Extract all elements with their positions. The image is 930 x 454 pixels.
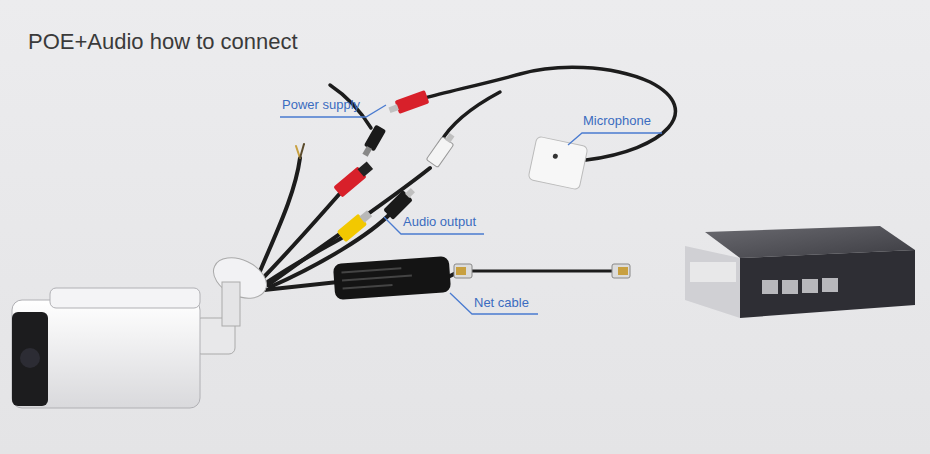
connectors-part — [426, 131, 458, 168]
connectors-part-part — [362, 146, 372, 157]
net-cable — [454, 264, 630, 278]
network-switch-part — [762, 280, 778, 294]
cables — [258, 67, 675, 290]
network-switch-part — [690, 262, 736, 282]
poe-splitter — [333, 256, 451, 300]
poe-splitter-part — [342, 275, 412, 282]
callout-label: Microphone — [583, 113, 651, 128]
connectors-part-part — [359, 210, 372, 223]
network-switch-part — [782, 280, 798, 294]
net-cable-part — [470, 270, 612, 273]
leader-lines-part — [450, 293, 538, 314]
connectors-part-part — [405, 188, 415, 198]
connectors-part-part — [445, 133, 455, 143]
connectors-part — [333, 160, 374, 198]
connectors-part — [360, 125, 386, 159]
network-switch — [685, 226, 915, 318]
wire-ends-part — [300, 144, 304, 158]
callout-label: Net cable — [474, 295, 529, 310]
connectors-part — [337, 208, 374, 243]
connectors-part — [387, 90, 429, 117]
leader-lines-part — [568, 133, 662, 145]
camera-part — [20, 348, 40, 368]
callout-label: Audio output — [403, 214, 476, 229]
net-cable-part — [456, 267, 466, 275]
cables-part — [440, 92, 500, 143]
wire-ends — [296, 144, 304, 158]
net-cable-part — [618, 267, 628, 275]
camera-part — [12, 312, 48, 406]
microphone-part — [528, 136, 588, 190]
poe-splitter-part — [341, 267, 401, 273]
poe-splitter-part — [333, 256, 451, 300]
callout-label: Power supply — [282, 97, 360, 112]
cables-part — [262, 190, 343, 279]
camera-part — [222, 282, 240, 326]
camera-part — [50, 288, 200, 308]
net-cable-part — [454, 264, 472, 278]
cables-part — [264, 282, 338, 290]
connectors-part-part — [388, 104, 399, 113]
net-cable-part — [612, 264, 630, 278]
camera-part — [12, 300, 200, 408]
network-switch-part — [685, 246, 740, 318]
poe-splitter-part — [343, 284, 393, 289]
connectors-part-part — [395, 90, 430, 114]
network-switch-part — [802, 279, 818, 293]
microphone-part — [552, 153, 558, 159]
diagram-title: POE+Audio how to connect — [28, 29, 298, 55]
camera — [12, 250, 273, 408]
connectors-part-part — [358, 161, 374, 176]
network-switch-part — [822, 278, 838, 292]
microphone — [528, 136, 588, 190]
wire-ends-part — [296, 146, 300, 158]
leader-lines — [280, 105, 662, 314]
network-switch-part — [740, 250, 915, 318]
